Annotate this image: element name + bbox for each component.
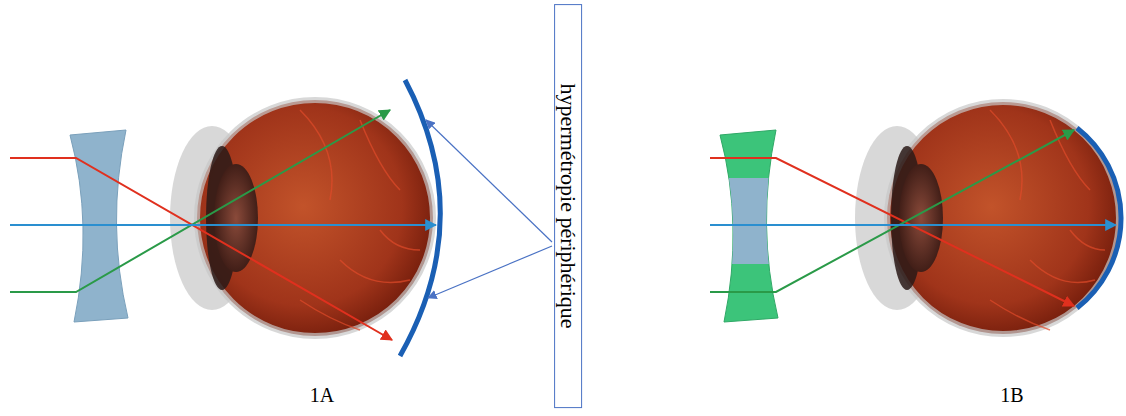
figure-label: 1A (310, 384, 334, 407)
figure-label: 1B (1000, 384, 1023, 407)
eye-1b (710, 102, 1121, 334)
rotated-label-box: hypermétropie périphérique (554, 4, 582, 408)
box-text: hypermétropie périphérique (556, 84, 580, 329)
leader-arrows (426, 120, 552, 298)
eye-1a (10, 80, 440, 356)
